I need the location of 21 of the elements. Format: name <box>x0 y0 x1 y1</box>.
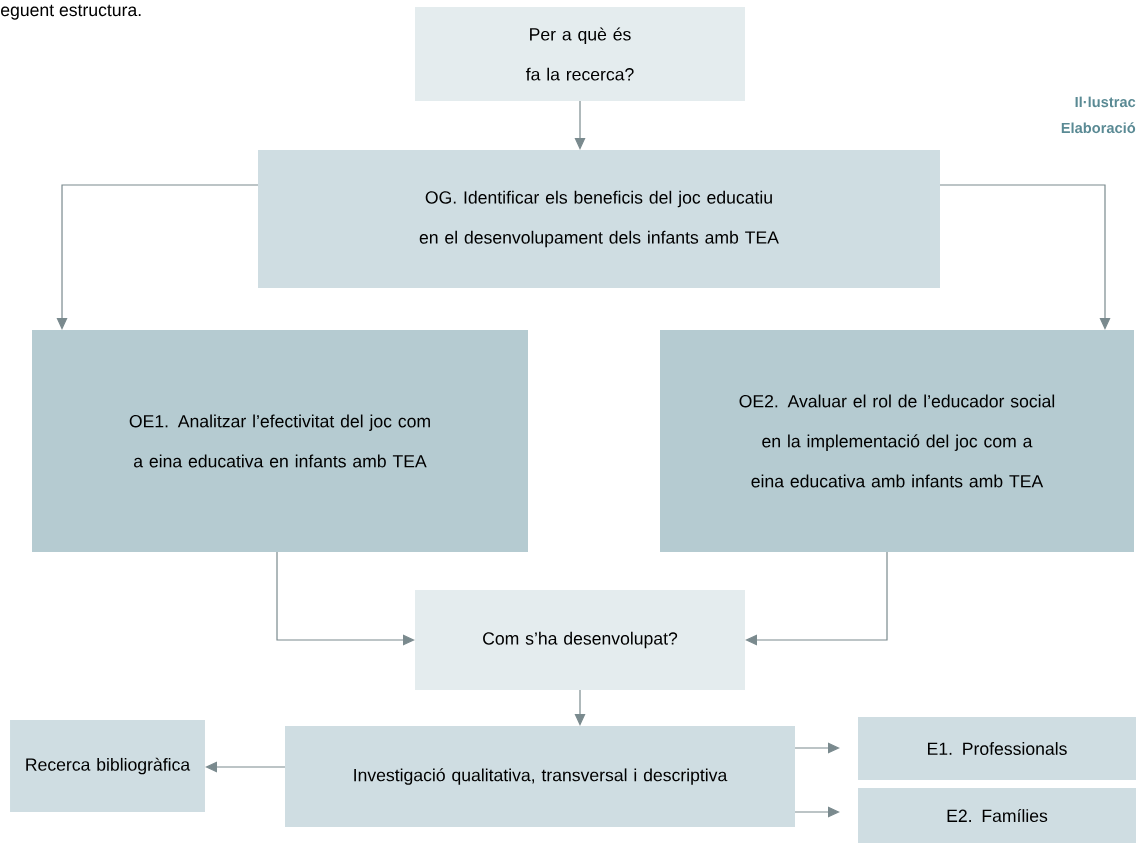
figure-caption: Elaboració <box>1061 122 1136 134</box>
arrow <box>574 689 586 726</box>
arrow <box>939 184 1111 330</box>
process-box: E2. Famílies <box>858 788 1136 843</box>
arrow <box>276 551 415 646</box>
figure-caption: Il·lustrac <box>1075 96 1136 108</box>
process-box: OG. Identificar els beneficis del joc educatiu en el desenvolupament dels infants amb TEA <box>258 150 940 288</box>
arrow <box>794 806 840 818</box>
process-box: OE2. Avaluar el rol de l’educador social en la implementació del joc com a eina educativa amb infants amb TEA <box>660 330 1134 552</box>
process-box: Recerca bibliogràfica <box>10 720 205 812</box>
process-box: Com s’ha desenvolupat? <box>415 590 745 690</box>
process-box: Investigació qualitativa, transversal i descriptiva <box>285 725 795 828</box>
caption-text: eguent estructura. <box>1 4 141 20</box>
arrow <box>574 100 586 150</box>
arrow <box>745 551 888 646</box>
arrow <box>56 184 259 330</box>
arrow <box>205 761 286 773</box>
process-box: OE1. Analitzar l’efectivitat del joc com a eina educativa en infants amb TEA <box>32 330 528 552</box>
arrow <box>794 742 840 754</box>
process-box: Per a què és fa la recerca? <box>415 7 745 101</box>
process-box: E1. Professionals <box>858 717 1136 780</box>
